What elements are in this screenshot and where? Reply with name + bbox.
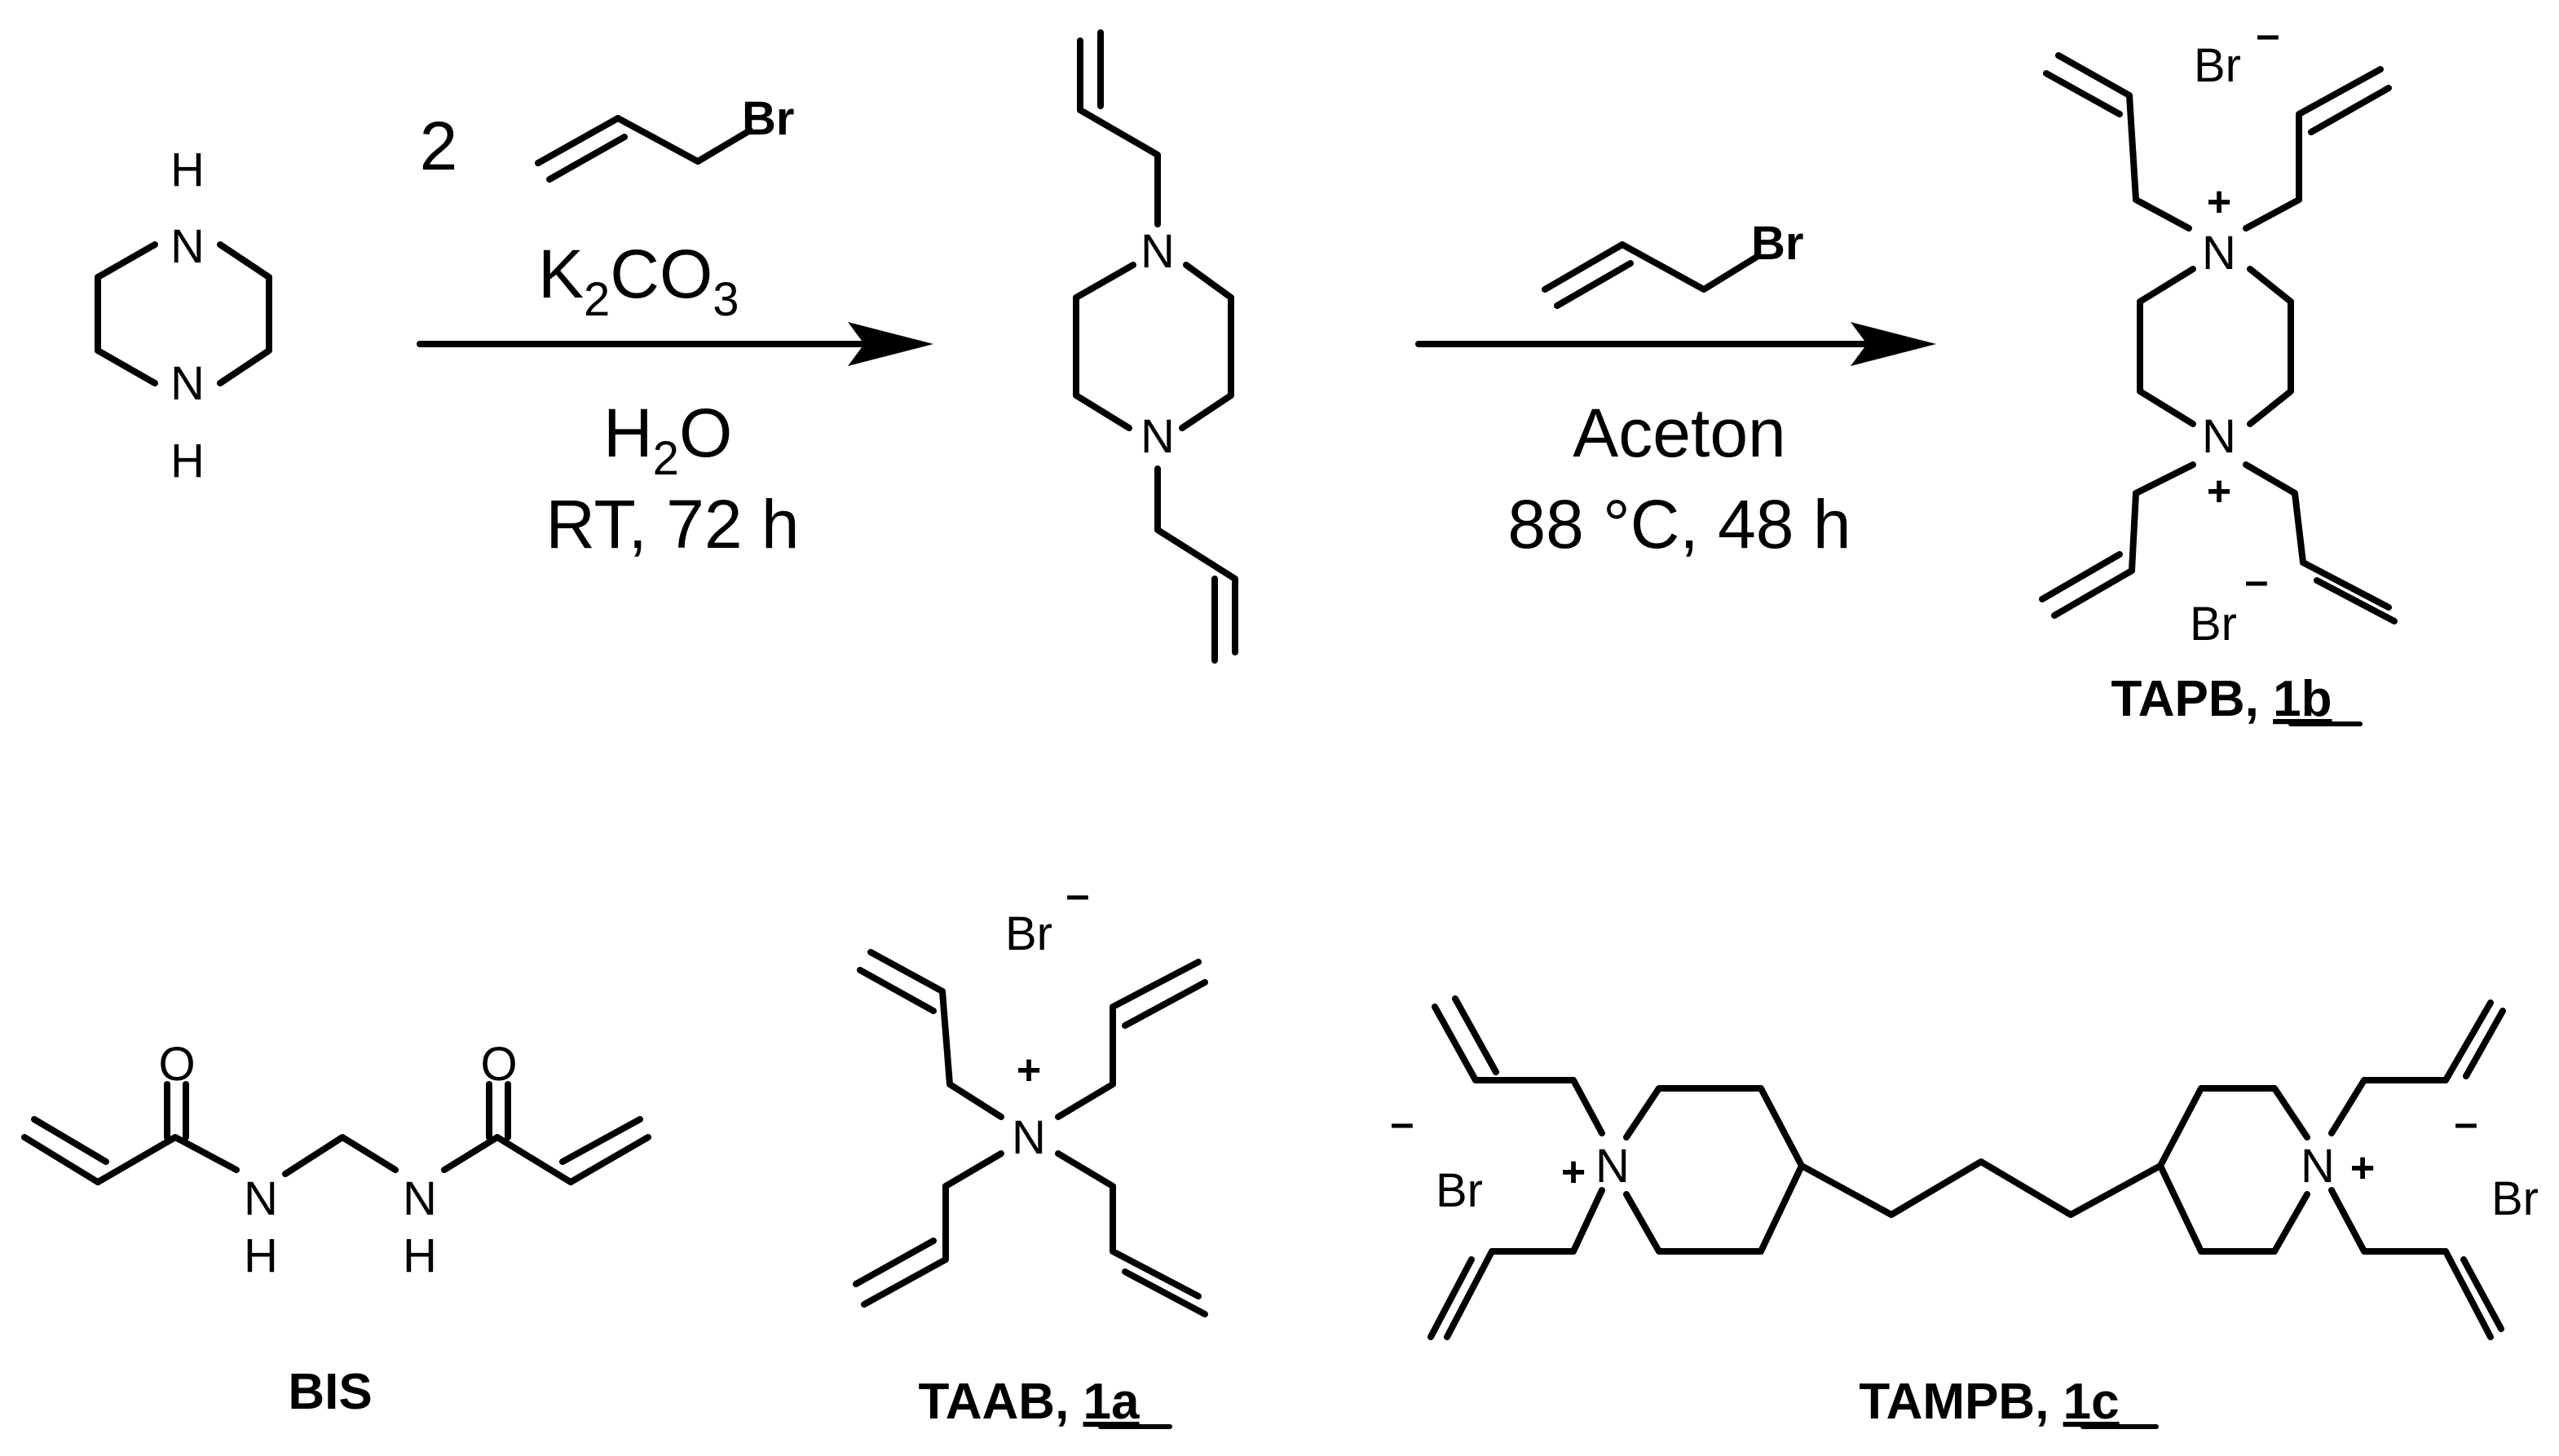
atom-n-right: N <box>403 1172 437 1225</box>
step2-temp-time: 88 °C, 48 h <box>1507 486 1851 563</box>
atom-h-top: H <box>170 143 205 196</box>
counterion-br: Br <box>1005 907 1052 960</box>
bis-structure: O O N H N H <box>21 1038 651 1282</box>
atom-h-right: H <box>403 1229 437 1282</box>
atom-n-bottom: N <box>1141 410 1175 463</box>
atom-n-top: N <box>170 220 205 273</box>
tapb-label: TAPB, 1b <box>2111 671 2363 727</box>
atom-o-left: O <box>158 1038 195 1091</box>
counterion-br-right: Br <box>2491 1172 2539 1225</box>
taab-label: TAAB, 1a <box>918 1374 1172 1430</box>
piperazine-structure: N H N H <box>95 143 272 488</box>
atom-n-bottom: N <box>170 357 205 410</box>
charge-plus-bottom: + <box>2207 468 2231 515</box>
charge-minus-top: – <box>2257 11 2280 59</box>
counterion-br-left: Br <box>1436 1164 1483 1217</box>
step2-reagents: Br <box>1542 217 1803 309</box>
step2-arrow <box>1415 322 1936 366</box>
charge-minus-right: – <box>2455 1100 2478 1147</box>
atom-n-left: N <box>244 1172 278 1225</box>
counterion-br-bottom: Br <box>2190 598 2237 651</box>
reagent-allyl-br: Br <box>1751 217 1803 270</box>
charge-plus-top: + <box>2207 179 2231 226</box>
atom-n: N <box>1012 1111 1046 1164</box>
atom-n-top: N <box>2202 227 2236 280</box>
tampb-structure: – Br + N N + – Br <box>1391 995 2539 1340</box>
reagent-equiv: 2 <box>420 108 458 184</box>
atom-n-bottom: N <box>2202 410 2236 463</box>
atom-n-top: N <box>1141 225 1175 278</box>
diallylpiperazine-structure: N N <box>1073 29 1238 664</box>
charge-minus-left: – <box>1391 1100 1414 1147</box>
reagent-base: K2CO3 <box>538 236 739 326</box>
step1-solvent: H2O <box>603 395 732 485</box>
taab-structure: Br – + N <box>853 871 1208 1317</box>
tampb-label: TAMPB, 1c <box>1859 1374 2159 1430</box>
charge-minus: – <box>1066 871 1090 919</box>
tapb-compound-label: TAPB, 1b <box>2111 671 2332 727</box>
atom-n-right: N <box>2301 1140 2335 1193</box>
charge-minus-bottom: – <box>2245 558 2269 605</box>
taab-compound-label: TAAB, 1a <box>918 1374 1140 1430</box>
atom-o-right: O <box>480 1038 517 1091</box>
step1-reagents: 2 Br K2CO3 <box>420 92 795 326</box>
atom-h-bottom: H <box>170 435 205 488</box>
step1-arrow <box>417 322 933 366</box>
step2-conditions: Aceton 88 °C, 48 h <box>1507 395 1851 563</box>
charge-plus-right: + <box>2350 1145 2375 1192</box>
step1-conditions: H2O RT, 72 h <box>545 395 799 563</box>
tapb-structure: Br – + N N + Br – <box>2039 11 2398 651</box>
step1-temp-time: RT, 72 h <box>545 486 799 563</box>
atom-n-left: N <box>1595 1140 1630 1193</box>
charge-plus: + <box>1017 1047 1041 1094</box>
atom-h-left: H <box>244 1229 278 1282</box>
tampb-compound-label: TAMPB, 1c <box>1859 1374 2119 1430</box>
bis-label: BIS <box>288 1364 372 1420</box>
counterion-br-top: Br <box>2194 39 2241 92</box>
charge-plus-left: + <box>1561 1149 1586 1196</box>
reagent-allyl-br: Br <box>742 92 794 145</box>
step2-solvent: Aceton <box>1573 395 1786 471</box>
